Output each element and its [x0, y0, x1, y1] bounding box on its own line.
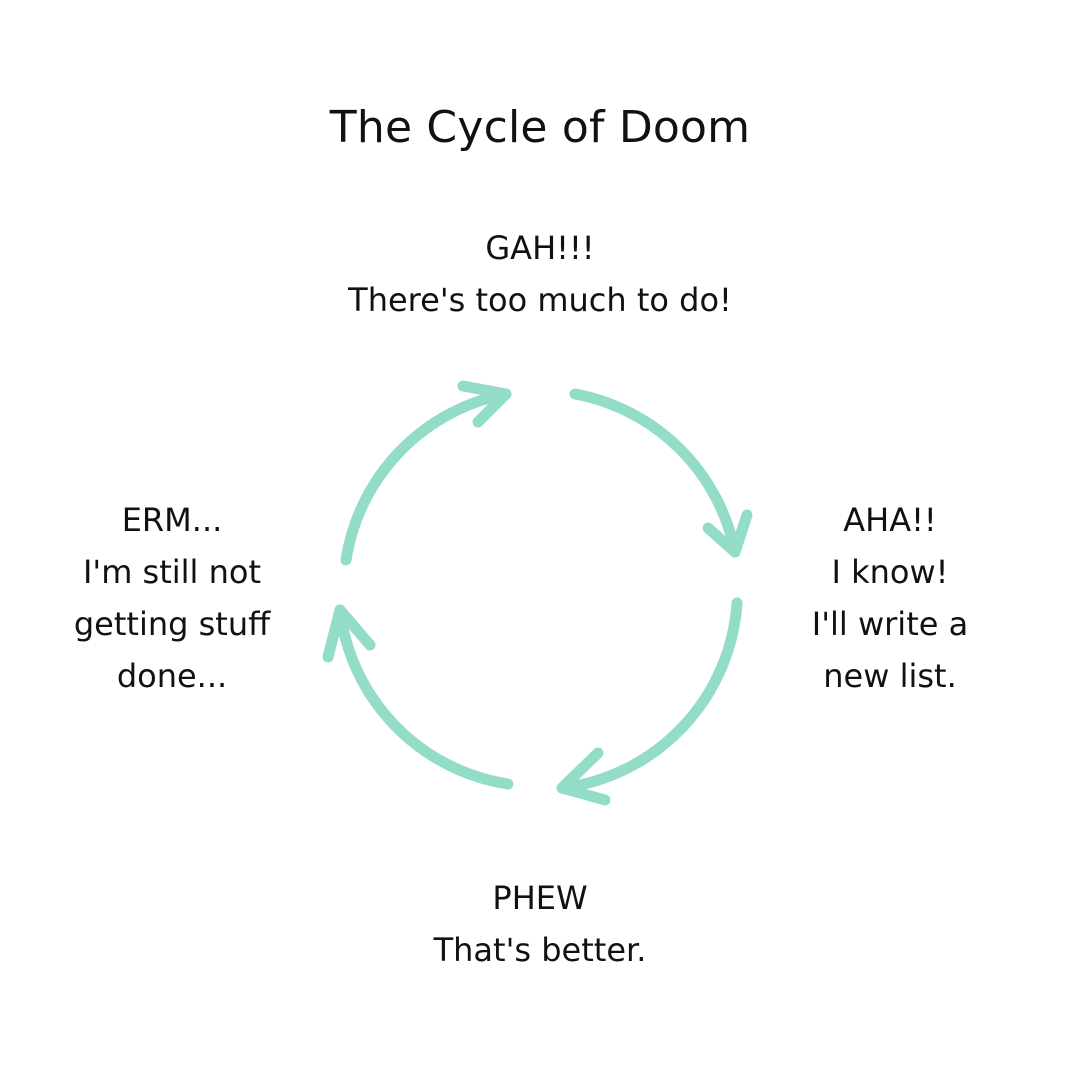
arrow-right-to-bottom-icon: [556, 597, 743, 806]
stage-left: ERM... I'm still not getting stuff done.…: [52, 494, 292, 702]
diagram-title: The Cycle of Doom: [329, 102, 751, 153]
stage-top: GAH!!! There's too much to do!: [290, 222, 790, 326]
stage-left-text-3: done...: [116, 657, 228, 695]
arrow-top-to-right-icon: [569, 388, 753, 558]
stage-right-text-3: new list.: [823, 657, 957, 695]
stage-bottom-text: That's better.: [433, 931, 647, 969]
stage-left-heading: ERM...: [121, 501, 223, 539]
stage-right-heading: AHA!!: [843, 501, 937, 539]
arrow-left-to-top-icon: [340, 380, 512, 566]
stage-right: AHA!! I know! I'll write a new list.: [780, 494, 1000, 702]
stage-bottom-heading: PHEW: [492, 879, 588, 917]
stage-top-text: There's too much to do!: [348, 281, 732, 319]
stage-left-text-1: I'm still not: [82, 553, 262, 591]
stage-right-text-1: I know!: [831, 553, 949, 591]
stage-left-text-2: getting stuff: [73, 605, 271, 643]
stage-top-heading: GAH!!!: [485, 229, 595, 267]
stage-right-text-2: I'll write a: [811, 605, 969, 643]
stage-bottom: PHEW That's better.: [340, 872, 740, 976]
arrow-bottom-to-left-icon: [322, 604, 514, 790]
